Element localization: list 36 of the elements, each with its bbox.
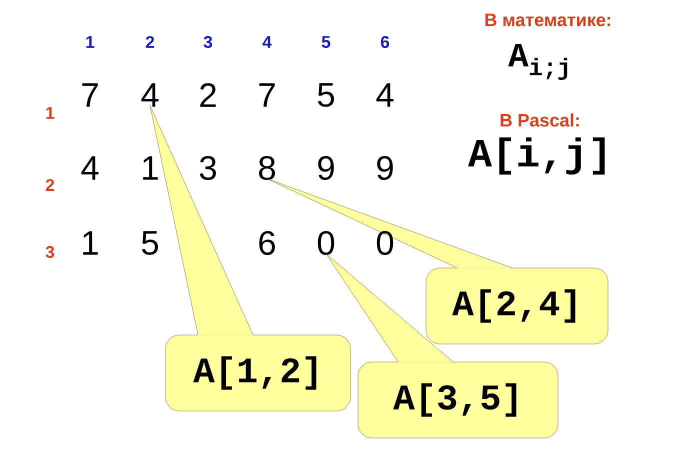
matrix-value: 7	[259, 83, 275, 107]
callout-pointer	[150, 105, 254, 336]
matrix-value: 2	[200, 83, 216, 107]
matrix-value: 6	[259, 230, 275, 256]
matrix-value: 8	[259, 156, 275, 180]
heading: В математике:	[485, 14, 610, 26]
heading: В Pascal:	[500, 113, 579, 127]
callout-box: A[1,2]	[165, 334, 351, 412]
callout-pointer	[266, 178, 512, 268]
math-notation: A$_{i;j}$	[508, 44, 568, 80]
callout-pointer	[326, 254, 454, 362]
col-number: 4	[262, 36, 272, 48]
matrix-value: 0	[376, 230, 394, 256]
matrix-value: 5	[142, 231, 158, 255]
col-number: 2	[146, 36, 154, 48]
row-number: 2	[46, 179, 54, 191]
pascal-notation: A[i,j]	[468, 137, 605, 175]
callout-box: A[2,4]	[426, 268, 608, 344]
matrix-value: 3	[200, 156, 216, 180]
matrix-value: 4	[376, 83, 394, 107]
row-number: 1	[46, 107, 54, 119]
matrix-value: 1	[83, 231, 98, 255]
matrix-value: 9	[318, 156, 334, 180]
matrix-value: 9	[377, 156, 393, 180]
matrix-value: 4	[141, 83, 158, 107]
col-number: 1	[86, 36, 94, 48]
matrix-value: 0	[318, 230, 334, 256]
matrix-value: 7	[82, 83, 98, 107]
row-number: 3	[46, 246, 54, 258]
matrix-value: 4	[81, 156, 98, 180]
col-number: 6	[380, 36, 390, 48]
callout-box: A[3,5]	[358, 362, 558, 438]
matrix-value: 1	[143, 156, 158, 180]
col-number: 5	[322, 36, 330, 48]
col-number: 3	[204, 36, 212, 48]
matrix-value: 5	[318, 83, 334, 107]
